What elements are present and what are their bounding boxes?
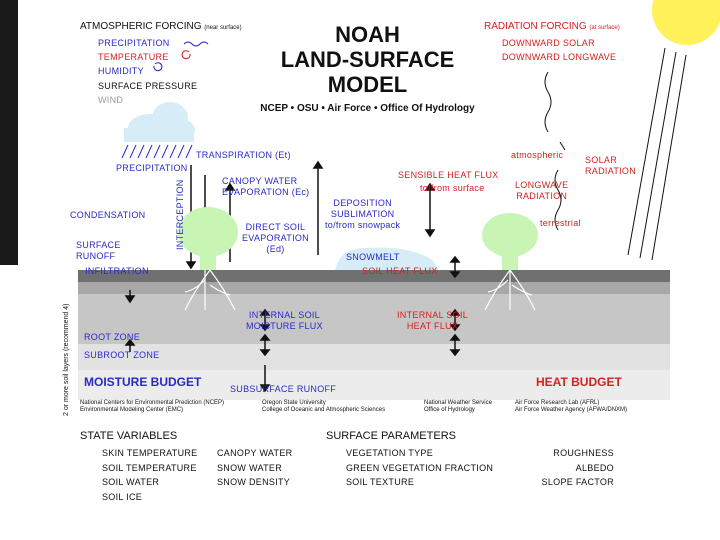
radiation-item-solar: DOWNWARD SOLAR bbox=[502, 38, 595, 48]
label-root-zone: ROOT ZONE bbox=[84, 332, 141, 342]
tree-roots-right bbox=[484, 269, 536, 311]
forcing-item-temperature: TEMPERATURE bbox=[98, 52, 169, 62]
surface-parameters-heading: SURFACE PARAMETERS bbox=[326, 430, 456, 442]
state-var-item: SOIL ICE bbox=[102, 491, 143, 502]
label-internal-soil-moisture-flux: INTERNAL SOIL MOISTURE FLUX bbox=[246, 310, 323, 331]
rain-icon bbox=[121, 144, 193, 159]
label-direct-soil-evaporation: DIRECT SOIL EVAPORATION (Ed) bbox=[242, 222, 309, 254]
state-var-item: SOIL TEMPERATURE bbox=[102, 462, 197, 473]
radiation-forcing-heading: RADIATION FORCING (at surface) bbox=[484, 21, 620, 32]
label-deposition-sublimation: DEPOSITION SUBLIMATION to/from snowpack bbox=[325, 198, 401, 230]
label-subroot-zone: SUBROOT ZONE bbox=[84, 350, 160, 360]
precip-symbol-icon bbox=[183, 41, 209, 47]
heat-budget-label: HEAT BUDGET bbox=[536, 375, 622, 389]
radiation-arrows bbox=[544, 47, 687, 261]
surface-param-item: ALBEDO bbox=[575, 462, 614, 473]
label-terrestrial: terrestrial bbox=[540, 218, 581, 228]
state-variables-heading: STATE VARIABLES bbox=[80, 430, 178, 442]
state-var-item: CANOPY WATER bbox=[217, 448, 293, 458]
state-variables-col1: SKIN TEMPERATURE SOIL TEMPERATURE SOIL W… bbox=[102, 446, 197, 504]
forcing-item-wind: WIND bbox=[98, 95, 124, 105]
budget-band bbox=[78, 370, 670, 400]
surface-param-item: GREEN VEGETATION FRACTION bbox=[346, 462, 494, 473]
credit-ncep: National Centers for Environmental Predi… bbox=[80, 400, 225, 413]
snowpack-icon bbox=[335, 247, 438, 270]
tree-roots-left bbox=[184, 269, 236, 311]
label-infiltration: INFILTRATION bbox=[85, 266, 149, 276]
state-var-item: SNOW DENSITY bbox=[217, 477, 291, 487]
state-var-item: SNOW WATER bbox=[217, 462, 282, 473]
humidity-symbol-icon bbox=[153, 62, 163, 72]
radiation-item-longwave: DOWNWARD LONGWAVE bbox=[502, 52, 617, 62]
credit-nws: National Weather Service Office of Hydro… bbox=[424, 400, 492, 413]
surface-param-item: SLOPE FACTOR bbox=[541, 477, 614, 487]
label-longwave-radiation: LONGWAVE RADIATION bbox=[515, 180, 569, 201]
credit-osu: Oregon State University College of Ocean… bbox=[262, 400, 386, 413]
label-sensible-heat-flux: SENSIBLE HEAT FLUX bbox=[398, 170, 499, 180]
label-soil-layers-note: 2 or more soil layers (recommend 4) bbox=[63, 303, 70, 416]
label-atmospheric: atmospheric bbox=[511, 150, 564, 160]
state-var-item: SKIN TEMPERATURE bbox=[102, 448, 198, 458]
sun-icon bbox=[652, 0, 720, 45]
surface-param-item: ROUGHNESS bbox=[553, 448, 614, 458]
label-canopy-evaporation: CANOPY WATER EVAPORATION (Ec) bbox=[222, 176, 310, 197]
label-subsurface-runoff: SUBSURFACE RUNOFF bbox=[230, 384, 337, 394]
tree-icon-right bbox=[482, 213, 538, 270]
forcing-item-precipitation: PRECIPITATION bbox=[98, 38, 170, 48]
label-solar-radiation: SOLAR RADIATION bbox=[585, 155, 637, 176]
state-variables-col2: CANOPY WATER SNOW WATER SNOW DENSITY bbox=[217, 446, 292, 490]
surface-param-item: VEGETATION TYPE bbox=[346, 448, 434, 458]
left-dark-strip bbox=[0, 0, 18, 265]
subroot-zone-band bbox=[78, 344, 670, 370]
label-surface-runoff: SURFACE RUNOFF bbox=[76, 240, 121, 261]
label-precipitation: PRECIPITATION bbox=[116, 163, 188, 173]
label-internal-soil-heat-flux: INTERNAL SOIL HEAT FLUX bbox=[397, 310, 469, 331]
tree-icon-left bbox=[178, 207, 238, 270]
label-interception: INTERCEPTION bbox=[175, 179, 185, 250]
root-zone-band bbox=[78, 294, 670, 344]
atmospheric-forcing-heading: ATMOSPHERIC FORCING (near surface) bbox=[80, 21, 242, 32]
forcing-item-humidity: HUMIDITY bbox=[98, 66, 144, 76]
state-var-item: SOIL WATER bbox=[102, 477, 160, 487]
surface-band bbox=[78, 270, 670, 282]
label-soil-heat-flux: SOIL HEAT FLUX bbox=[362, 266, 438, 276]
forcing-item-surface-pressure: SURFACE PRESSURE bbox=[98, 81, 198, 91]
surface-params-col1: VEGETATION TYPE GREEN VEGETATION FRACTIO… bbox=[346, 446, 493, 490]
surface-param-item: SOIL TEXTURE bbox=[346, 477, 415, 487]
moisture-budget-label: MOISTURE BUDGET bbox=[84, 375, 202, 389]
label-to-from-surface: to/from surface bbox=[420, 183, 485, 193]
surface-params-col2: ROUGHNESS ALBEDO SLOPE FACTOR bbox=[528, 446, 614, 490]
label-transpiration: TRANSPIRATION (Et) bbox=[196, 150, 291, 160]
temperature-symbol-icon bbox=[181, 50, 191, 60]
cloud-icon bbox=[124, 102, 195, 142]
partners-line: NCEP • OSU • Air Force • Office Of Hydro… bbox=[260, 103, 475, 114]
credit-afrl: Air Force Research Lab (AFRL) Air Force … bbox=[515, 400, 628, 413]
label-snowmelt: SNOWMELT bbox=[346, 252, 400, 262]
label-condensation: CONDENSATION bbox=[70, 210, 146, 220]
